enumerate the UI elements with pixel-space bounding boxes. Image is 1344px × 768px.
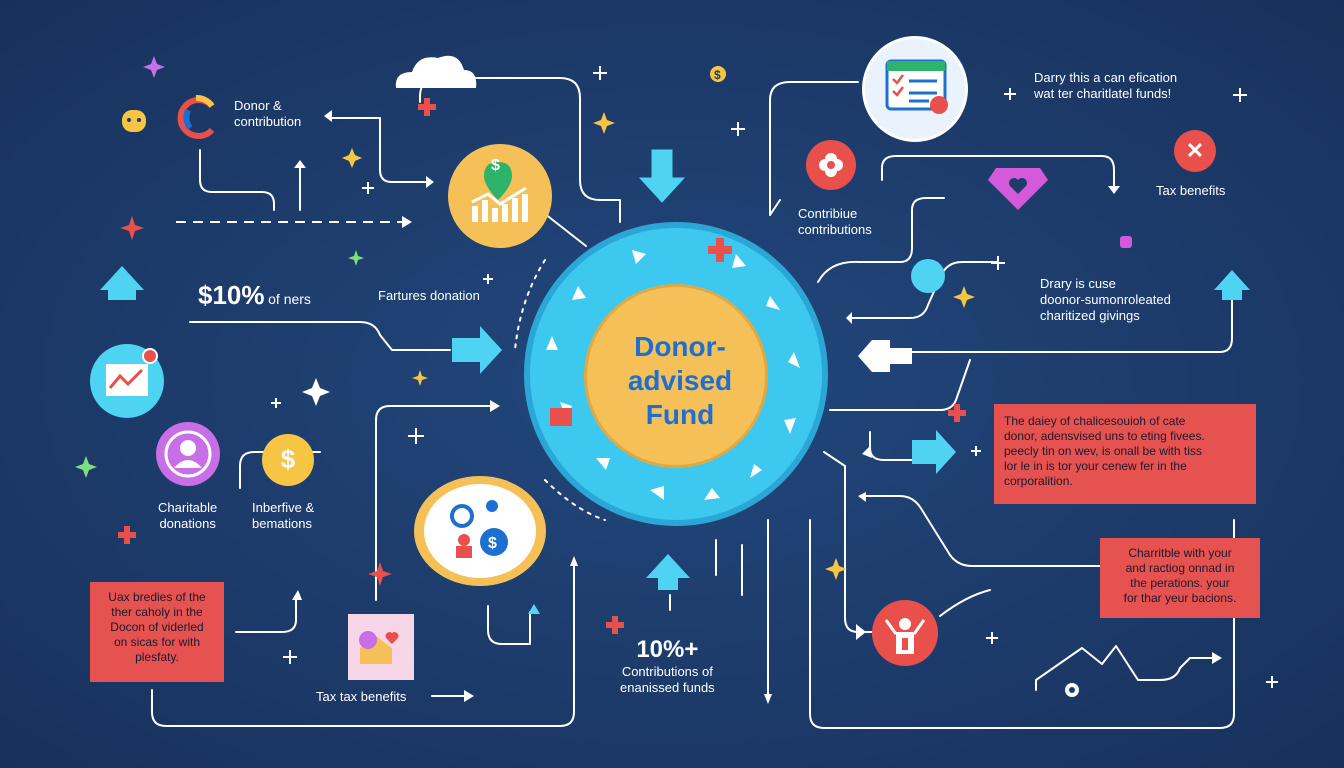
right-info2-line1: Charritble with your	[1128, 546, 1232, 560]
percent-stat: $10% of ners	[198, 280, 311, 310]
checklist-icon	[862, 36, 968, 142]
close-icon-glyph: ✕	[1185, 138, 1205, 163]
dollar-coin-glyph: $	[280, 444, 296, 474]
ten-percent-stat: 10%+ Contributions of enanissed funds	[620, 636, 715, 696]
user-avatar-icon	[156, 422, 220, 486]
charitable-donations-line1: Charitable	[158, 500, 218, 515]
fartures-donation-label: Fartures donation	[378, 288, 480, 303]
ten-percent-line2: enanissed funds	[620, 680, 715, 695]
center-title-line2: advised	[627, 365, 733, 396]
right-info-line2: donor, adensvised uns to eting fivees.	[1004, 429, 1205, 443]
center-title-line1: Donor-	[634, 331, 726, 362]
tax-benefits-bottom-label: Tax tax benefits	[316, 689, 407, 704]
celebrating-person-icon	[872, 600, 938, 666]
right-info2-line3: the perations. your	[1130, 576, 1230, 590]
right-info2-line4: for thar yeur bacions.	[1123, 591, 1237, 605]
darry-label: Darry this a can efication wat ter chari…	[1034, 70, 1177, 102]
charitable-donations-line2: donations	[159, 516, 216, 531]
inberfive-line2: bemations	[252, 516, 312, 531]
svg-text:$: $	[488, 535, 497, 552]
right-info2-line2: and ractiog onnad in	[1125, 561, 1235, 575]
darry-line2: wat ter charitlatel funds!	[1034, 86, 1172, 101]
dollar-pin-symbol: $	[491, 157, 500, 174]
donor-contribution-line1: Donor &	[234, 98, 282, 113]
drary-line3: charitized givings	[1040, 308, 1140, 323]
drary-line1: Drary is cuse	[1040, 276, 1116, 291]
drary-label: Drary is cuse doonor-sumonroleated chari…	[1040, 276, 1171, 324]
trend-chart-icon	[90, 344, 164, 418]
home-heart-icon	[348, 614, 414, 680]
left-info-line1: Uax bredies of the	[108, 590, 206, 604]
left-info-line3: Docon of viderled	[110, 620, 204, 634]
center-title: Donor- advised Fund	[590, 330, 770, 432]
inberfive-line1: Inberfive &	[252, 500, 315, 515]
percent-stat-suffix: of ners	[268, 291, 311, 307]
ten-percent-value: 10%+	[636, 636, 699, 663]
team-gear-icon: $	[414, 476, 546, 586]
contribiue-label: Contribiue contributions	[798, 206, 872, 238]
percent-stat-value: $10%	[198, 280, 265, 310]
charitable-donations-label: Charitable donations	[158, 500, 217, 532]
darry-line1: Darry this a can efication	[1034, 70, 1178, 85]
coin-dollar-symbol: $	[714, 68, 721, 82]
fund-core	[584, 284, 768, 468]
center-title-line3: Fund	[645, 399, 715, 430]
growth-chart-icon	[448, 144, 552, 248]
dollar-coin-icon: $	[262, 434, 314, 486]
left-info-line2: ther caholy in the	[111, 605, 203, 619]
donor-contribution-label: Donor & contribution	[234, 98, 301, 130]
right-info-line5: corporalition.	[1004, 474, 1073, 488]
donor-contribution-line2: contribution	[234, 114, 302, 129]
left-info-line4: on sicas for with	[113, 635, 201, 649]
right-info-line4: lor le in is tor your cenew fer in the	[1004, 459, 1187, 473]
right-info-line3: peecly tin on wev, is onall be with tiss	[1004, 444, 1202, 458]
contribiue-line1: Contribiue	[798, 206, 858, 221]
right-info-line1: The daiey of chalicesouioh of cate	[1004, 414, 1186, 428]
left-info-box: Uax bredies of the ther caholy in the Do…	[90, 582, 224, 682]
left-info-line5: plesfaty.	[135, 650, 179, 664]
inberfive-label: Inberfive & bemations	[252, 500, 314, 532]
tax-benefits-right-label: Tax benefits	[1156, 183, 1226, 198]
contribute-flower-icon	[806, 140, 856, 190]
ten-percent-line1: Contributions of	[621, 664, 713, 679]
right-info-box: The daiey of chalicesouioh of cate donor…	[994, 404, 1256, 504]
contribiue-line2: contributions	[798, 222, 872, 237]
close-icon: ✕	[1174, 130, 1216, 172]
drary-line2: doonor-sumonroleated	[1040, 292, 1171, 307]
right-info-box-2: Charritble with your and ractiog onnad i…	[1100, 538, 1260, 618]
